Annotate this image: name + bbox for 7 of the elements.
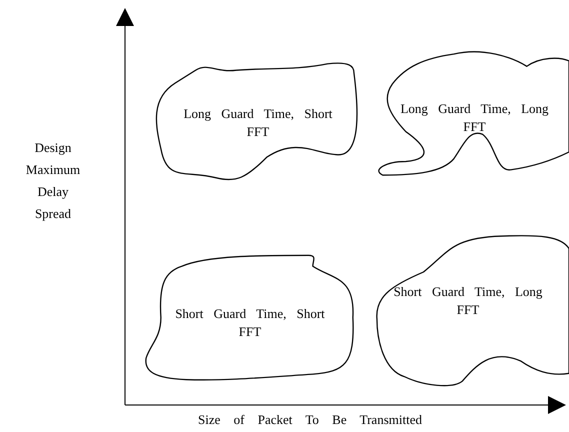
axis-label: Size of Packet To Be Transmitted — [197, 411, 423, 429]
axis-label: Design Maximum Delay Spread — [24, 139, 82, 223]
region-text: Short Guard Time, Short FFT — [174, 305, 326, 341]
region-text: Long Guard Time, Short FFT — [182, 105, 334, 141]
region-text: Long Guard Time, Long FFT — [399, 100, 550, 136]
cloud-region — [375, 233, 569, 389]
region-text: Short Guard Time, Long FFT — [392, 283, 544, 319]
